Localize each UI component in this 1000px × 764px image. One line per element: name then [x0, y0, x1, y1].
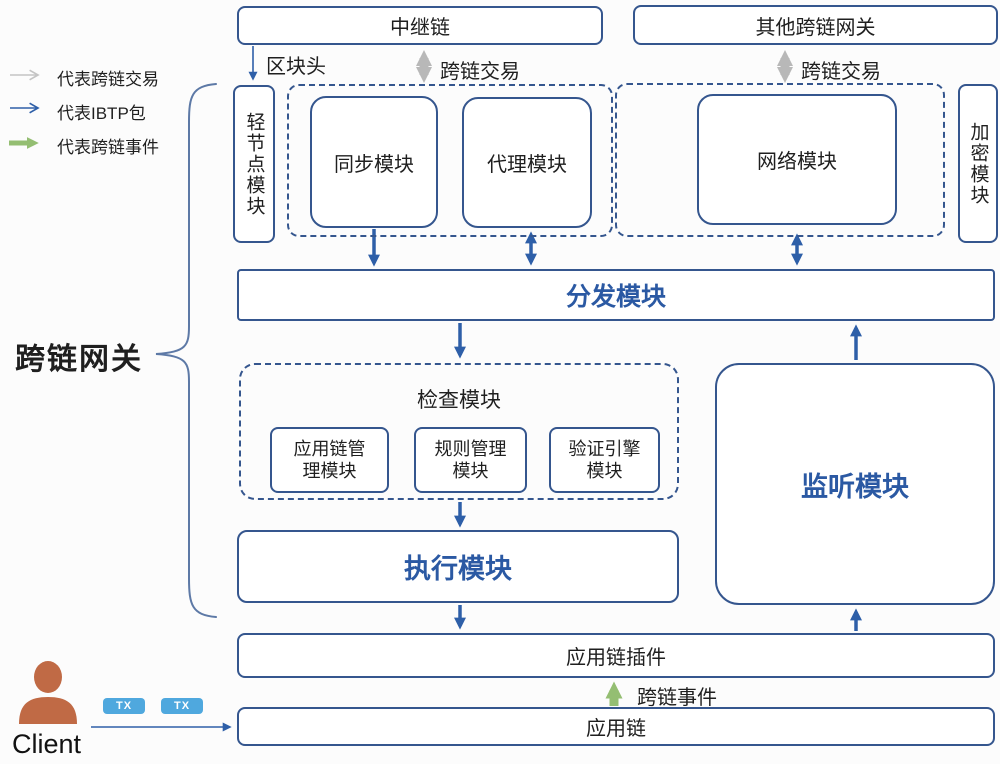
rule-mgmt-module-box: 规则管理 模块 — [414, 427, 527, 493]
verify-engine-module-box: 验证引擎 模块 — [549, 427, 660, 493]
sync-module-box: 同步模块 — [310, 96, 438, 228]
block-header-label: 区块头 — [266, 56, 326, 78]
legend-item-cross-chain-event: 代表跨链事件 — [57, 138, 159, 157]
execute-module-box: 执行模块 — [237, 530, 679, 603]
legend-item-ibtp: 代表IBTP包 — [57, 104, 146, 123]
legend-item-cross-chain-tx: 代表跨链交易 — [57, 70, 159, 89]
dispatch-module-box: 分发模块 — [237, 269, 995, 321]
crypto-module-label: 加密模块 — [967, 121, 989, 206]
other-gateways-box: 其他跨链网关 — [633, 5, 998, 45]
client-label: Client — [12, 729, 82, 759]
appchain-mgmt-line1: 应用链管 — [293, 438, 366, 459]
appchain-box: 应用链 — [237, 707, 995, 746]
check-module-title: 检查模块 — [417, 389, 501, 412]
rule-mgmt-line1: 规则管理 — [434, 438, 507, 459]
person-icon — [19, 661, 77, 724]
network-module-box: 网络模块 — [697, 94, 897, 225]
cross-chain-tx-label-right: 跨链交易 — [801, 61, 881, 83]
listen-module-box: 监听模块 — [715, 363, 995, 605]
crypto-module-box: 加密模块 — [958, 84, 998, 243]
verify-engine-line1: 验证引擎 — [568, 438, 641, 459]
check-module-group: 检查模块 — [239, 363, 679, 500]
sync-proxy-dashed-group — [287, 84, 613, 237]
gateway-brace — [155, 83, 217, 618]
light-node-module-label: 轻节点模块 — [243, 111, 265, 217]
rule-mgmt-line2: 模块 — [452, 461, 489, 481]
verify-engine-line2: 模块 — [586, 461, 623, 481]
cross-chain-event-label: 跨链事件 — [637, 687, 717, 709]
proxy-module-box: 代理模块 — [462, 97, 592, 228]
network-dashed-group — [615, 83, 945, 237]
gateway-label: 跨链网关 — [15, 343, 143, 376]
tx-badge: TX — [103, 698, 145, 714]
appchain-plugin-box: 应用链插件 — [237, 633, 995, 678]
appchain-mgmt-line2: 理模块 — [302, 461, 357, 481]
tx-badge: TX — [161, 698, 203, 714]
light-node-module-box: 轻节点模块 — [233, 85, 275, 243]
appchain-mgmt-module-box: 应用链管 理模块 — [270, 427, 389, 493]
relay-chain-box: 中继链 — [237, 6, 603, 45]
cross-chain-tx-label-left: 跨链交易 — [440, 61, 520, 83]
